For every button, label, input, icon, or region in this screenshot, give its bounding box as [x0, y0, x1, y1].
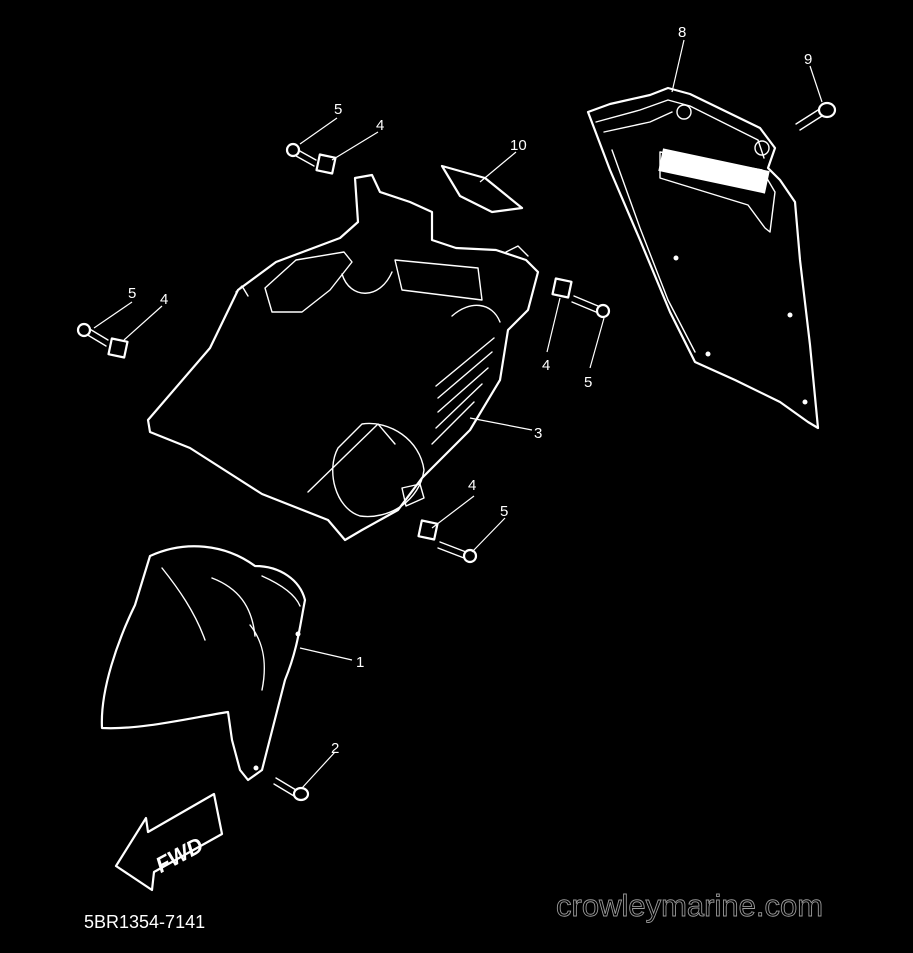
part-4-nut-upper [315, 153, 337, 175]
part-4-nut-right [551, 277, 573, 299]
callout-3: 3 [534, 425, 542, 442]
part-8-side-cover [586, 86, 820, 430]
watermark: crowleymarine.com [556, 888, 823, 923]
callout-4-right: 4 [542, 357, 550, 374]
callout-4-lower: 4 [468, 477, 476, 494]
part-3-inner-cover [146, 173, 540, 542]
part-4-nut-lower [417, 519, 439, 541]
callout-5-right: 5 [584, 374, 592, 391]
callout-4-upper: 4 [376, 117, 384, 134]
part-2-screw [273, 777, 310, 802]
callout-8: 8 [678, 24, 686, 41]
part-5-screw-upper [285, 142, 317, 167]
part-4-nut-left [107, 337, 129, 359]
diagram-code: 5BR1354-7141 [84, 912, 205, 932]
callout-1: 1 [356, 654, 364, 671]
callout-5-left: 5 [128, 285, 136, 302]
fwd-arrow-icon: FWD [114, 792, 224, 892]
callout-5-lower: 5 [500, 503, 508, 520]
part-1-visor [100, 545, 307, 782]
callout-5-upper: 5 [334, 101, 342, 118]
part-8-slot [658, 148, 770, 194]
callout-9: 9 [804, 51, 812, 68]
part-5-screw-lower [437, 541, 478, 564]
part-5-screw-left [76, 322, 109, 347]
leader-lines [93, 39, 823, 789]
callout-10: 10 [510, 137, 527, 154]
part-5-screw-right [571, 295, 611, 319]
callout-4-left: 4 [160, 291, 168, 308]
part-10-decal [440, 164, 524, 214]
callout-2: 2 [331, 740, 339, 757]
part-9-screw [795, 101, 837, 131]
